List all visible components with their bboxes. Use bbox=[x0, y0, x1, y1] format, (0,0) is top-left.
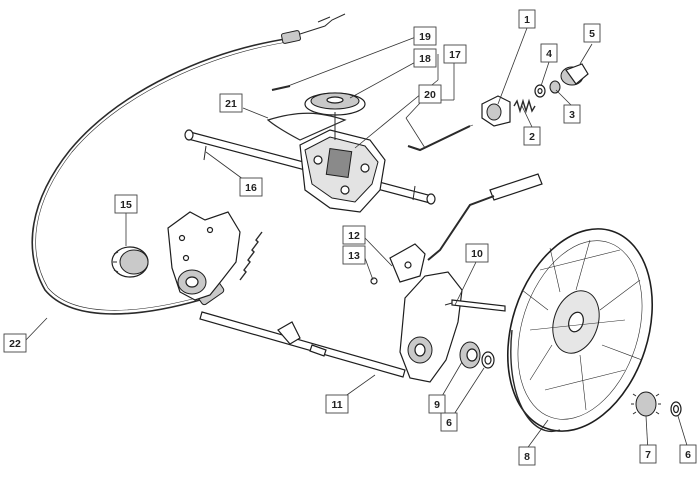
svg-text:6: 6 bbox=[446, 417, 452, 429]
right-small-parts bbox=[481, 63, 589, 127]
svg-text:16: 16 bbox=[245, 182, 257, 194]
svg-text:10: 10 bbox=[471, 248, 483, 260]
svg-text:19: 19 bbox=[419, 31, 431, 43]
callout-10: 10 bbox=[465, 243, 489, 263]
svg-text:3: 3 bbox=[569, 109, 575, 121]
svg-text:13: 13 bbox=[348, 250, 360, 262]
svg-text:20: 20 bbox=[424, 89, 436, 101]
callout-20: 20 bbox=[418, 84, 442, 104]
callout-15: 15 bbox=[114, 194, 138, 214]
left-wheel-plate bbox=[111, 211, 263, 301]
svg-text:1: 1 bbox=[524, 14, 530, 26]
svg-text:11: 11 bbox=[331, 399, 342, 411]
svg-text:21: 21 bbox=[225, 98, 237, 110]
callout-4: 4 bbox=[540, 43, 558, 63]
callout-5: 5 bbox=[583, 23, 601, 43]
svg-text:18: 18 bbox=[419, 53, 431, 65]
height-lever-assembly bbox=[370, 173, 543, 383]
callout-22: 22 bbox=[3, 333, 27, 353]
svg-text:17: 17 bbox=[449, 49, 461, 61]
callout-21: 21 bbox=[219, 93, 243, 113]
gearbox-assembly bbox=[184, 85, 474, 213]
callout-9: 9 bbox=[428, 394, 446, 414]
svg-text:15: 15 bbox=[120, 199, 132, 211]
svg-text:22: 22 bbox=[9, 338, 21, 350]
callout-8: 8 bbox=[518, 446, 536, 466]
callout-1: 1 bbox=[518, 9, 536, 29]
svg-text:6: 6 bbox=[685, 449, 691, 461]
callout-19: 19 bbox=[413, 26, 437, 46]
bearing-washer bbox=[459, 341, 495, 369]
callout-18: 18 bbox=[413, 48, 437, 68]
callout-7: 7 bbox=[639, 444, 657, 464]
svg-text:7: 7 bbox=[645, 449, 651, 461]
callout-17: 17 bbox=[443, 44, 467, 64]
wheel bbox=[506, 228, 654, 433]
svg-text:4: 4 bbox=[546, 48, 552, 60]
svg-text:9: 9 bbox=[434, 399, 440, 411]
rear-axle bbox=[199, 311, 406, 378]
callout-2: 2 bbox=[523, 126, 541, 146]
callout-11: 11 bbox=[325, 394, 349, 414]
callout-3: 3 bbox=[563, 104, 581, 124]
svg-text:8: 8 bbox=[524, 451, 530, 463]
callout-12: 12 bbox=[342, 225, 366, 245]
callout-6-left: 6 bbox=[440, 412, 458, 432]
callout-13: 13 bbox=[342, 245, 366, 265]
drive-pinion bbox=[631, 391, 682, 417]
callout-6-right: 6 bbox=[679, 444, 697, 464]
callout-16: 16 bbox=[239, 177, 263, 197]
svg-text:2: 2 bbox=[529, 131, 535, 143]
svg-text:5: 5 bbox=[589, 28, 595, 40]
drive-cable bbox=[31, 13, 346, 315]
svg-text:12: 12 bbox=[348, 230, 360, 242]
